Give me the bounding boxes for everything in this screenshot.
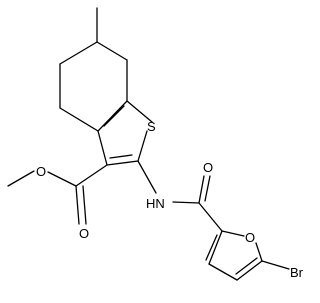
bond [59, 107, 99, 132]
bromine-label: Br [290, 265, 304, 280]
bond [75, 164, 108, 187]
bond [106, 160, 139, 166]
bond [97, 100, 128, 132]
bond [261, 260, 290, 270]
amide-oxygen-label: O [203, 160, 213, 175]
bond [75, 185, 80, 225]
bond [126, 100, 153, 123]
bond [198, 202, 223, 232]
bond [97, 130, 108, 166]
bond [109, 154, 133, 159]
ester-carbonyl-oxygen-label: O [79, 226, 89, 241]
bond [255, 242, 263, 262]
bond [235, 257, 258, 275]
bond [205, 234, 218, 261]
bond [7, 170, 35, 187]
furan-oxygen-label: O [245, 230, 255, 245]
bond [96, 41, 128, 61]
sulfur-label: S [147, 119, 156, 134]
bond-lines [7, 7, 290, 281]
atom-labels: S O O HN O O Br [36, 119, 304, 280]
bond [59, 41, 98, 65]
bond [204, 175, 211, 202]
bond [221, 230, 245, 237]
bond [47, 171, 77, 187]
bond [82, 185, 87, 225]
bond [103, 105, 125, 127]
bond [208, 263, 238, 281]
bond [137, 130, 148, 162]
nh-label: HN [146, 196, 165, 211]
bond [172, 201, 200, 204]
bond [137, 160, 157, 194]
bond [236, 260, 263, 281]
bond [208, 230, 223, 265]
ester-oxygen-label: O [36, 164, 46, 179]
bond [198, 175, 205, 204]
